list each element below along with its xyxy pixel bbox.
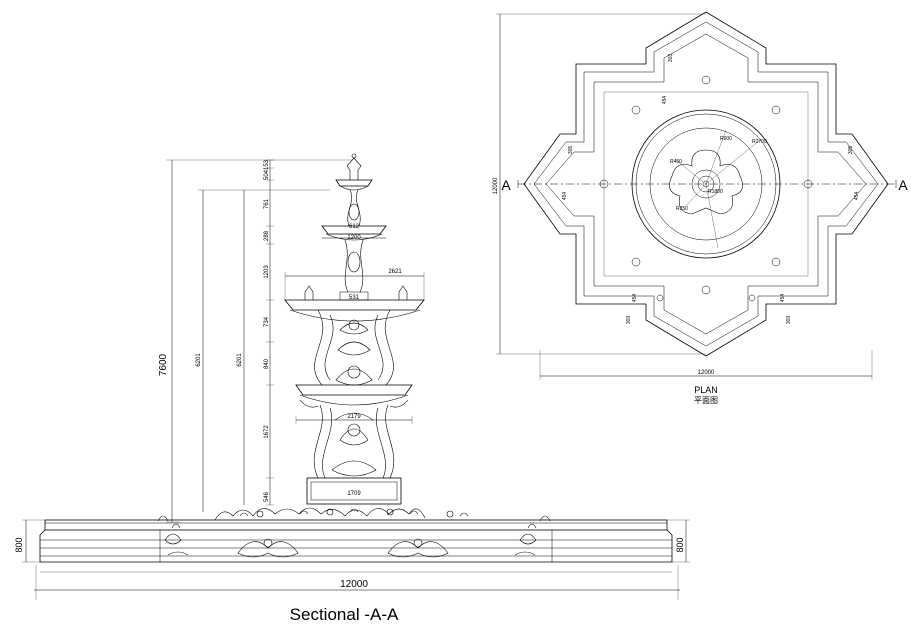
svg-text:288: 288 — [264, 230, 270, 241]
svg-text:R250: R250 — [676, 206, 688, 212]
basin — [39, 515, 673, 563]
svg-text:454: 454 — [632, 294, 638, 303]
plan-title: PLAN — [694, 385, 718, 395]
tier-second: 1200 612 — [321, 189, 387, 241]
height-2: 6201 — [196, 353, 202, 367]
svg-text:454: 454 — [562, 192, 568, 201]
svg-text:840: 840 — [264, 358, 270, 369]
tier-lower: 2179 — [295, 384, 413, 424]
svg-text:454: 454 — [854, 192, 860, 201]
plinth: 1709 — [306, 477, 402, 505]
svg-text:454: 454 — [780, 294, 786, 303]
base-height-dims: 800 800 — [14, 519, 690, 563]
column-upper — [344, 239, 364, 293]
stack-dimension: 153 504 761 288 1203 734 840 1672 546 — [264, 159, 274, 506]
column-lower — [299, 399, 409, 479]
svg-text:454: 454 — [662, 96, 668, 105]
svg-text:734: 734 — [264, 316, 270, 327]
section-width-dim: 12000 — [34, 565, 680, 600]
section-mark-right: A — [898, 177, 908, 193]
section-title: Sectional -A-A — [290, 605, 399, 624]
top-tier-width: 612 — [349, 224, 360, 230]
svg-text:1672: 1672 — [264, 425, 270, 439]
base-height-left: 800 — [14, 537, 24, 552]
svg-text:546: 546 — [264, 491, 270, 502]
svg-text:R450: R450 — [670, 159, 682, 165]
svg-text:153: 153 — [264, 159, 270, 170]
svg-text:R2700: R2700 — [752, 139, 767, 145]
height-dimensions: 7600 6201 6201 — [158, 159, 352, 523]
svg-text:761: 761 — [264, 198, 270, 209]
plan-width: 12000 — [698, 370, 715, 376]
plinth-width: 1709 — [347, 491, 361, 497]
third-tier-width: 2621 — [388, 269, 402, 275]
svg-text:1203: 1203 — [264, 265, 270, 279]
section-overall-width: 12000 — [340, 579, 368, 590]
plan-subtitle: 平面图 — [694, 396, 718, 405]
tier-top — [335, 153, 373, 191]
neck-width: 531 — [349, 295, 360, 301]
basin-frieze — [214, 507, 469, 521]
height-3: 6201 — [237, 353, 243, 367]
section-mark-left: A — [501, 177, 511, 193]
plan-height: 12000 — [493, 177, 499, 194]
svg-text:303: 303 — [786, 316, 792, 325]
section-elevation: 1709 2179 — [14, 153, 690, 624]
base-height-right: 800 — [675, 537, 685, 552]
plan-view: 303 454 303 454 303 454 305 305 454 454 — [493, 11, 908, 405]
svg-text:305: 305 — [848, 146, 854, 155]
plan-dimensions: 12000 12000 — [493, 13, 873, 380]
plan-step-dims: 303 454 303 454 303 454 305 305 454 454 — [562, 54, 860, 325]
column-middle — [314, 309, 394, 386]
svg-text:R1800: R1800 — [708, 189, 723, 195]
svg-text:303: 303 — [626, 316, 632, 325]
section-line: A A — [501, 177, 908, 193]
second-tier-width: 1200 — [347, 235, 361, 241]
svg-text:504: 504 — [264, 169, 270, 180]
tier-third: 2621 531 — [284, 269, 425, 322]
lower-tier-width: 2179 — [347, 414, 361, 420]
svg-text:303: 303 — [668, 54, 674, 63]
svg-text:R600: R600 — [720, 136, 732, 142]
svg-text:305: 305 — [568, 146, 574, 155]
total-height: 7600 — [158, 353, 169, 376]
